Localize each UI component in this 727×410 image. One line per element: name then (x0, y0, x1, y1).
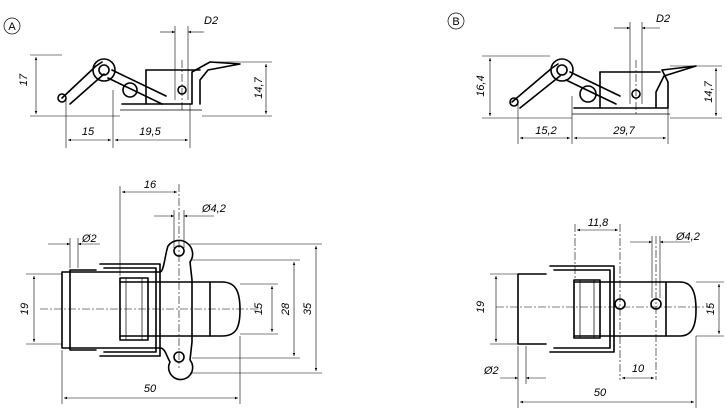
view-a-label: A (3, 17, 21, 35)
view-a-side-len-b: 19,5 (139, 126, 161, 138)
view-a-side-drawing (57, 58, 241, 111)
view-a: A D2 (3, 15, 322, 404)
view-b-top-d2: Ø2 (483, 365, 499, 377)
view-b-top-dims: 11,8 Ø4,2 19 15 Ø2 10 50 (475, 217, 724, 408)
view-a-top-width-28: 28 (280, 302, 292, 316)
view-a-side-d2-label: D2 (204, 15, 218, 27)
view-b-side-drawing (509, 58, 697, 115)
view-b: B D2 16,4 (447, 12, 724, 408)
view-a-top-offset: 16 (144, 179, 157, 191)
view-b-top-drawing (496, 265, 712, 353)
view-a-top-dims: 16 Ø4,2 Ø2 19 15 28 (19, 179, 322, 404)
view-b-side-len-b: 29,7 (612, 125, 635, 137)
view-a-top-drawing (40, 239, 262, 381)
view-a-label-text: A (8, 21, 16, 33)
view-b-label-circle (447, 12, 465, 30)
view-b-side-height-left: 16,4 (475, 75, 487, 96)
view-a-side-dims: D2 17 14,7 15 19,5 (18, 15, 272, 148)
view-b-top-offset: 11,8 (588, 217, 609, 229)
view-a-side-len-a: 15 (82, 126, 95, 138)
view-a-side-height-right: 14,7 (253, 76, 265, 98)
view-a-top-width-19: 19 (19, 303, 31, 315)
view-b-label-text: B (452, 16, 459, 28)
view-b-side-dims: D2 16,4 14,7 15,2 29,7 (475, 13, 722, 144)
view-b-label: B (447, 12, 465, 30)
view-a-side-height-left: 17 (18, 73, 30, 86)
view-b-side-len-a: 15,2 (535, 125, 556, 137)
view-b-side-d2-label: D2 (656, 13, 670, 25)
view-b-top-length: 50 (594, 387, 607, 399)
view-b-top-width-15: 15 (705, 302, 717, 315)
view-a-top-hole: Ø4,2 (201, 203, 226, 215)
view-a-top-d2: Ø2 (81, 233, 97, 245)
view-a-label-circle (3, 17, 21, 35)
view-b-top-hole: Ø4,2 (675, 231, 700, 243)
view-a-top-length: 50 (144, 383, 157, 395)
view-b-top-width-19: 19 (475, 301, 487, 313)
view-b-side-height-right: 14,7 (703, 80, 715, 102)
view-a-top-width-35: 35 (302, 302, 314, 315)
view-a-top-width-15: 15 (253, 302, 265, 315)
view-b-top-spacing: 10 (632, 363, 645, 375)
